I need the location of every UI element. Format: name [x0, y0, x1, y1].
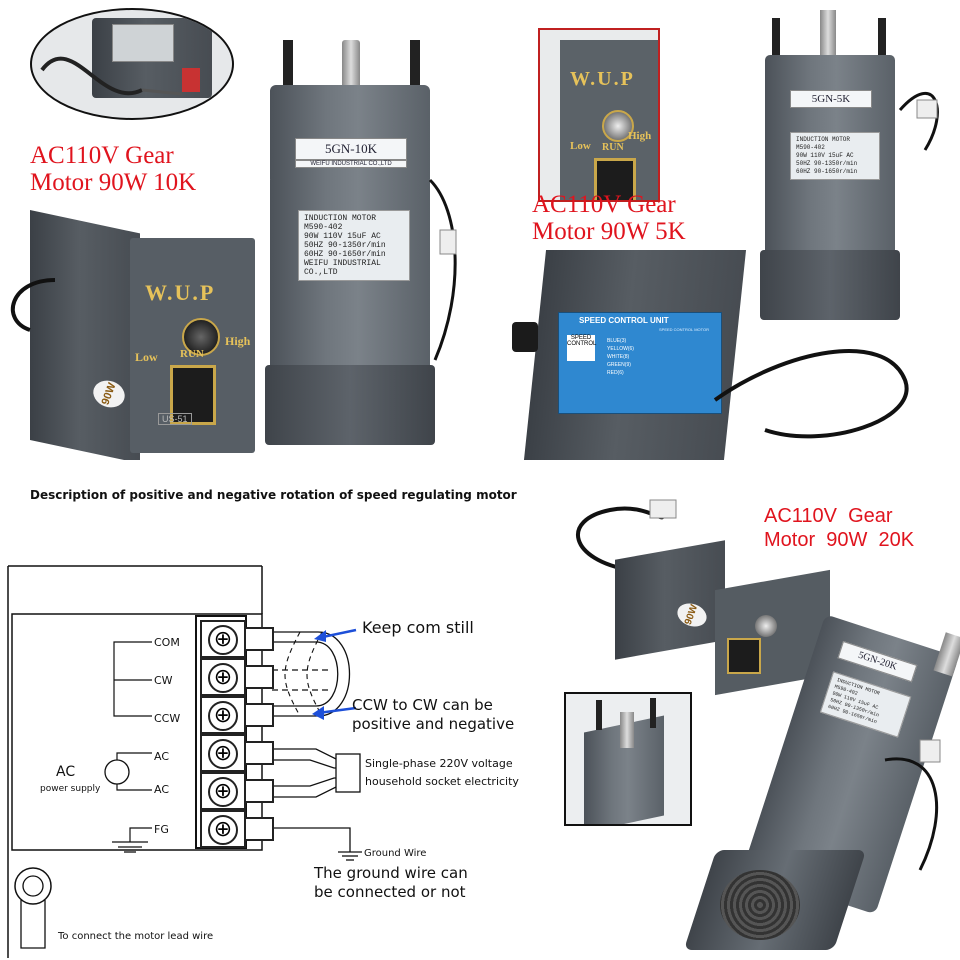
cable-icon: [40, 56, 183, 96]
inset-oval-controller-back: [30, 8, 234, 120]
label-fg: FG: [154, 823, 169, 836]
terminal-cw: ⊕: [200, 658, 246, 696]
inset-motor-back: [564, 692, 692, 826]
wire-plug: [244, 779, 274, 803]
motor-endcap: [760, 250, 900, 320]
speed-dial[interactable]: [182, 318, 220, 356]
screw-icon: ⊕: [208, 701, 238, 731]
caption-5k-line1: AC110V Gear: [532, 191, 676, 218]
inset-controller-front: W.U.P Low High RUN: [538, 28, 660, 202]
dial-run-label: RUN: [602, 142, 624, 153]
wiring-diagram: Description of positive and negative rot…: [0, 470, 560, 960]
speed-dial[interactable]: [755, 615, 777, 637]
power-switch[interactable]: [170, 365, 216, 425]
motor-shaft: [933, 632, 960, 677]
mount-bolt: [772, 18, 780, 58]
terminal-com: ⊕: [200, 620, 246, 658]
dial-run-label: RUN: [180, 348, 204, 360]
controller-brand: W.U.P: [145, 280, 216, 305]
caption-5k-line2: Motor 90W 5K: [532, 218, 686, 245]
wire-legend: BLUE(3)YELLOW(6) WHITE(8)GREEN(9) RED(6): [607, 338, 634, 376]
terminal-ac-1: ⊕: [200, 734, 246, 772]
wire-plug: [244, 665, 274, 689]
speed-unit-label: SPEED CONTROL UNIT SPEED CONTROL SPEED C…: [558, 312, 722, 414]
screw-icon: ⊕: [208, 739, 238, 769]
motor-brand-label: WEIFU INDUSTRIAL CO.,LTD: [295, 160, 407, 168]
label-cw: CW: [154, 674, 173, 687]
panel-10k: AC110V Gear Motor 90W 10K W.U.P Low High…: [0, 0, 470, 460]
motor-model-label: 5GN-10K: [295, 138, 407, 160]
power-supply-label: power supply: [40, 784, 101, 794]
panel-5k: W.U.P Low High RUN AC110V Gear Motor 90W…: [470, 0, 960, 470]
motor-endcap: [265, 365, 435, 445]
ground-wire-label: Ground Wire: [364, 848, 427, 859]
power-switch[interactable]: [594, 158, 636, 200]
label-ac-2: AC: [154, 783, 170, 796]
speed-unit-box: SPEED CONTROL: [567, 335, 596, 361]
motor-lead-cable-icon: [428, 178, 457, 361]
speed-control-unit: SPEED CONTROL UNIT SPEED CONTROL SPEED C…: [510, 250, 750, 465]
screw-icon: ⊕: [208, 777, 238, 807]
dial-high-label: High: [225, 334, 251, 348]
label-ac-1: AC: [154, 750, 170, 763]
ground-note-line2: be connected or not: [314, 883, 466, 901]
wire-plug: [244, 703, 274, 727]
speed-controller-20k: 90W: [615, 530, 845, 696]
motor-lead-label: To connect the motor lead wire: [58, 931, 214, 942]
speed-dial[interactable]: [602, 110, 634, 142]
speed-unit-title: SPEED CONTROL UNIT: [579, 316, 669, 325]
dial-low-label: Low: [570, 140, 591, 152]
power-switch[interactable]: [727, 638, 761, 674]
keep-com-note: Keep com still: [362, 618, 474, 637]
mount-bolt: [878, 18, 886, 58]
power-cable-icon: [10, 278, 56, 332]
dial-high-label: High: [628, 130, 652, 142]
ccw-note-line2: positive and negative: [352, 715, 515, 733]
terminal-ccw: ⊕: [200, 696, 246, 734]
ac-label: AC: [56, 764, 76, 780]
caption-10k-line2: Motor 90W 10K: [30, 169, 197, 196]
caption-20k-line2: Motor 90W 20K: [764, 529, 915, 551]
wire-plug: [244, 741, 274, 765]
terminal-fg: ⊕: [200, 810, 246, 848]
controller-cable-icon: [713, 349, 909, 439]
controller-model-label: US-51: [158, 413, 192, 425]
speed-unit-subtitle: SPEED CONTROL MOTOR: [659, 327, 710, 332]
label-ccw: CCW: [154, 712, 181, 725]
ccw-note-line1: CCW to CW can be: [352, 696, 493, 714]
single-phase-line2: household socket electricity: [365, 775, 519, 788]
controller-cable-icon: [576, 499, 677, 572]
panel-20k: AC110V Gear Motor 90W 20K 90W 5GN-20K IN…: [560, 470, 960, 960]
unit-knob[interactable]: [512, 322, 538, 352]
label-com: COM: [154, 636, 180, 649]
screw-icon: ⊕: [208, 815, 238, 845]
speed-controller-10k: W.U.P Low High RUN US-51 90W: [30, 210, 260, 460]
terminal-ac-2: ⊕: [200, 772, 246, 810]
screw-icon: ⊕: [208, 663, 238, 693]
gear-motor-10k: 5GN-10K WEIFU INDUSTRIAL CO.,LTD INDUCTI…: [265, 30, 435, 450]
wire-plug: [244, 627, 274, 651]
caption-10k-line1: AC110V Gear: [30, 142, 174, 169]
caption-20k-line1: AC110V Gear: [764, 505, 893, 527]
motor-lead-cable-icon: [884, 739, 941, 871]
diagram-lines: [7, 565, 362, 958]
diagram-title: Description of positive and negative rot…: [30, 488, 517, 502]
mount-bolt: [283, 40, 293, 88]
ground-note-line1: The ground wire can: [314, 864, 468, 882]
mount-bolt: [410, 40, 420, 88]
wire-plug: [244, 817, 274, 841]
single-phase-line1: Single-phase 220V voltage: [365, 757, 513, 770]
screw-icon: ⊕: [208, 625, 238, 655]
motor-model-label: 5GN-5K: [790, 90, 872, 108]
dial-low-label: Low: [135, 350, 158, 364]
controller-brand: W.U.P: [570, 68, 635, 90]
fan-grille-icon: [720, 870, 800, 940]
motor-lead-cable-icon: [898, 92, 939, 151]
